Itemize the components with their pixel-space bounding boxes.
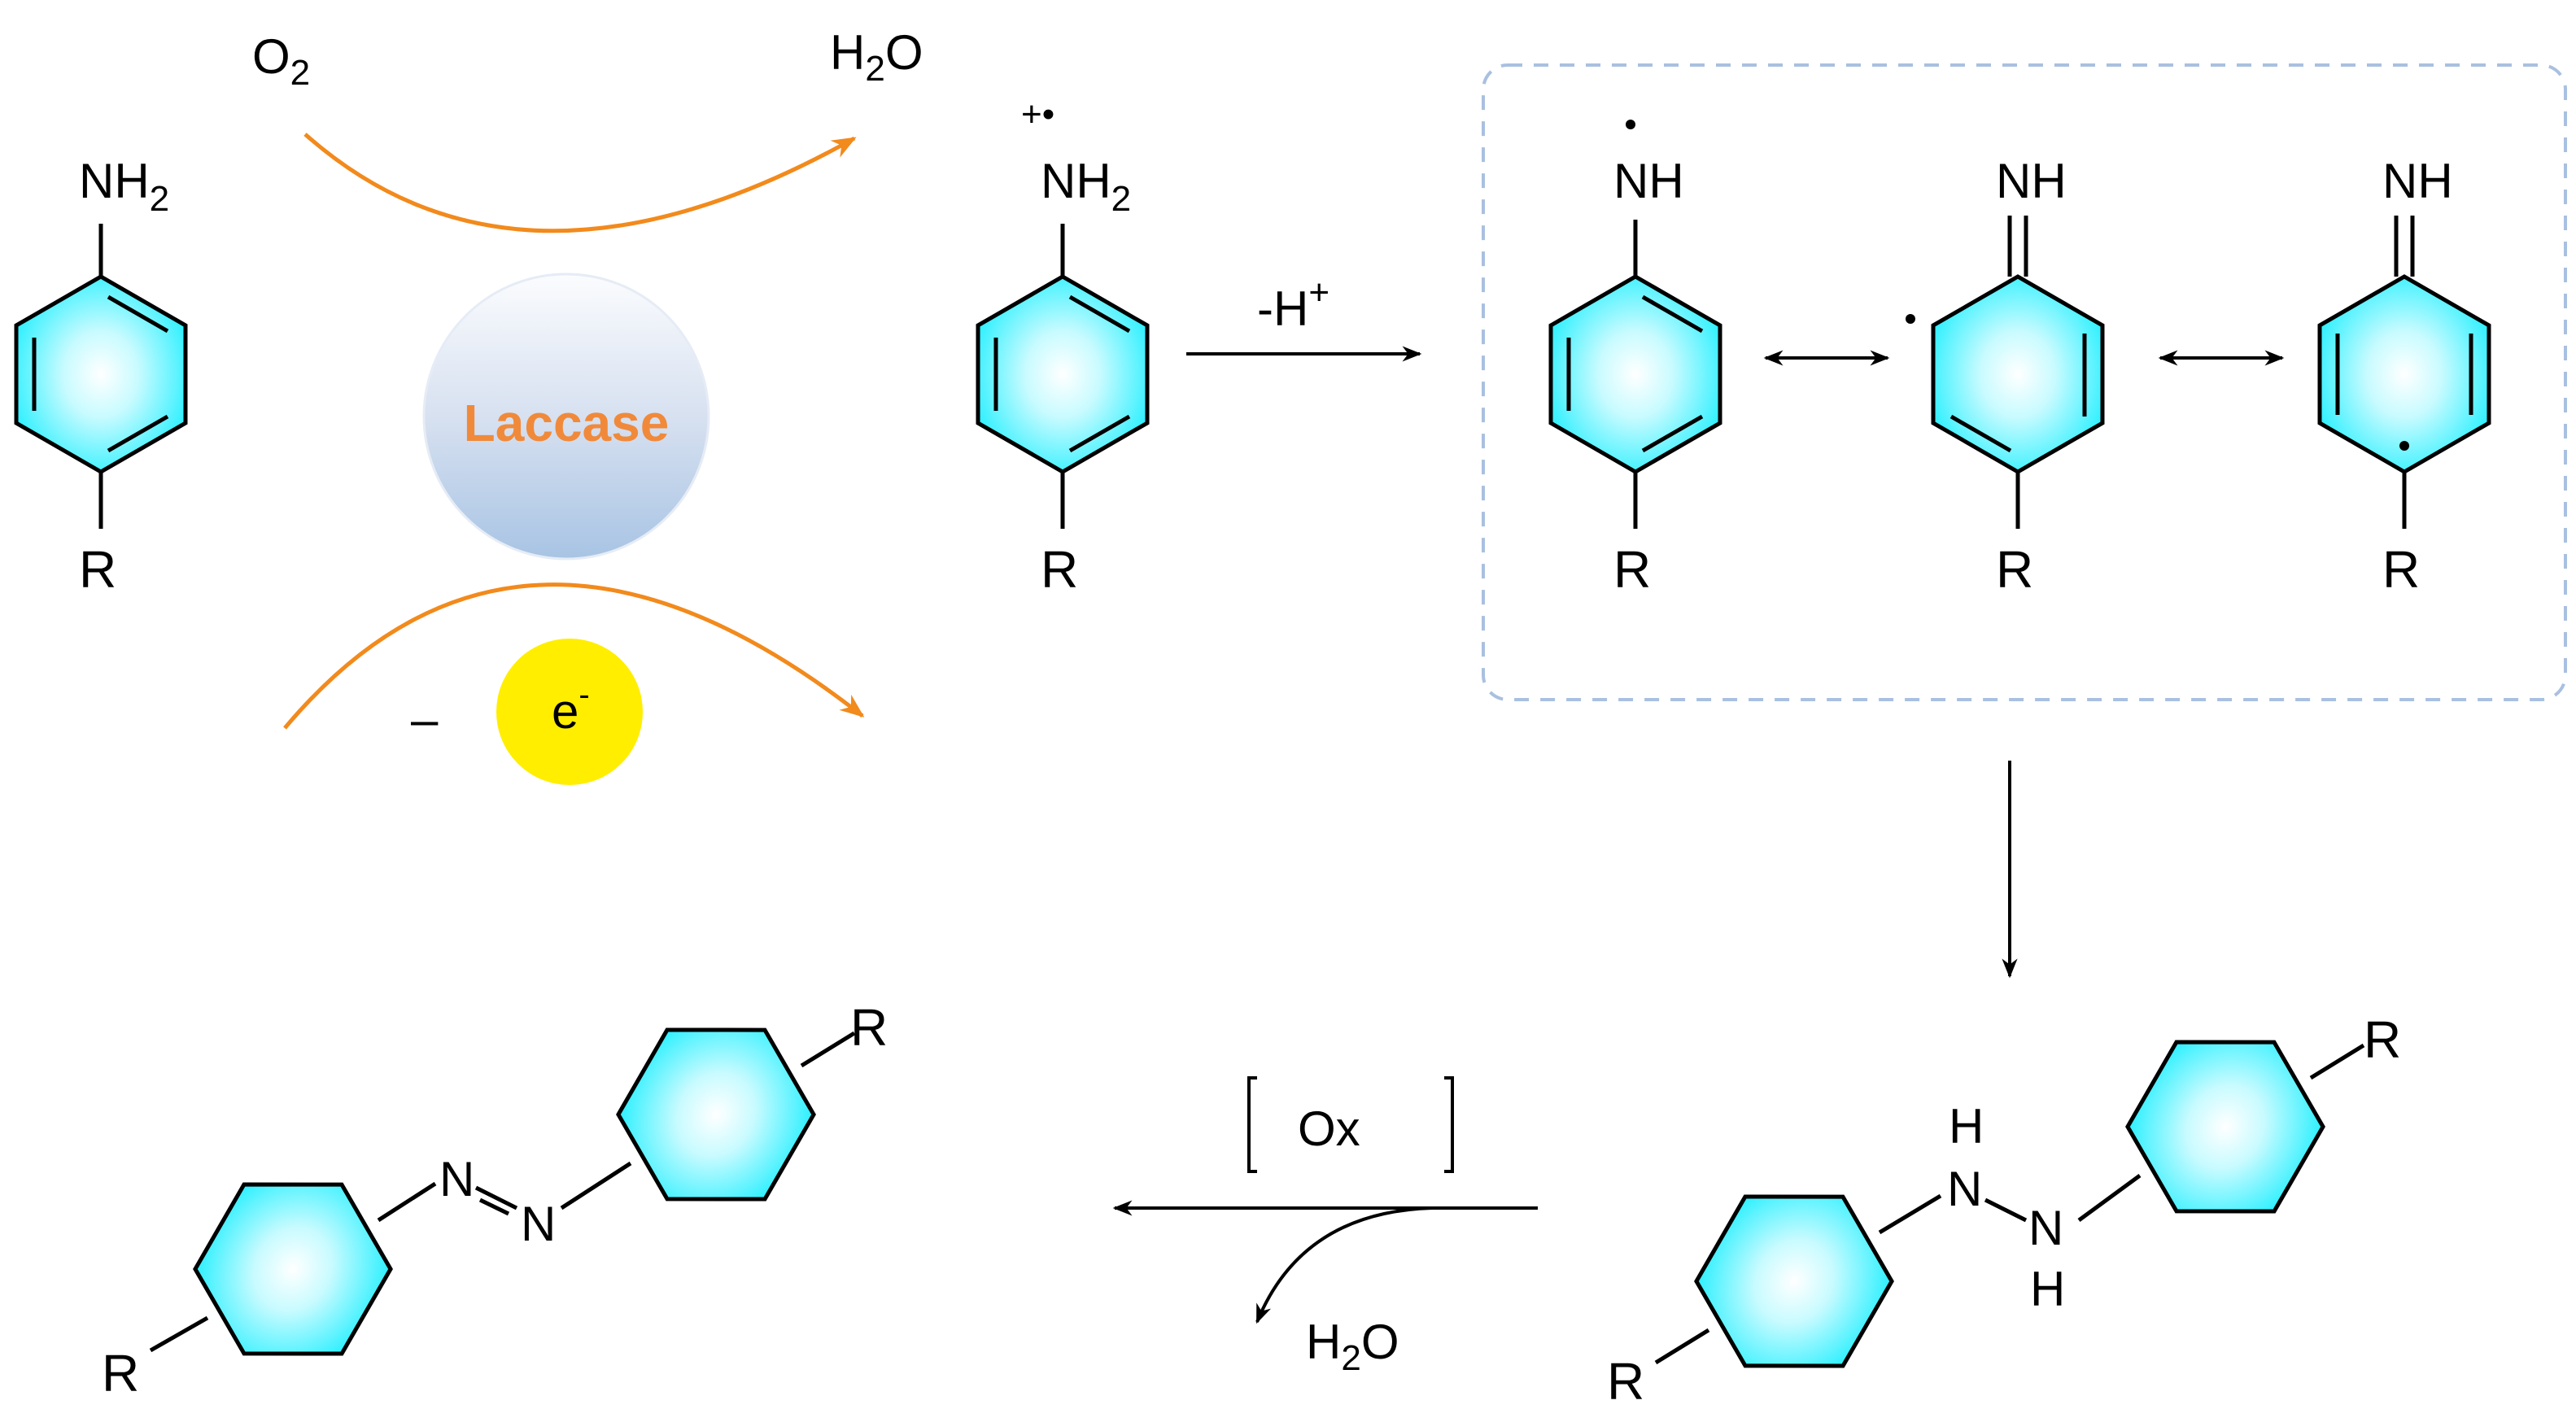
electron-ball <box>496 639 643 785</box>
r-group-label: R <box>1996 540 2033 599</box>
benzene-ring-right <box>2125 1040 2325 1214</box>
electron-label: e- <box>552 677 590 739</box>
resonance-structure-3: NH R <box>2317 154 2491 599</box>
nh-bottom-n: N <box>2028 1201 2063 1255</box>
radical-dot <box>1906 314 1915 324</box>
resonance-structure-2: NH R <box>1906 154 2105 599</box>
radical-dot <box>1626 120 1635 129</box>
nh-bottom-h: H <box>2030 1262 2065 1316</box>
amine-label: NH2 <box>1041 154 1131 219</box>
benzene-ring <box>1548 274 1722 474</box>
r-group-label: R <box>1041 540 1078 599</box>
benzene-ring <box>976 274 1150 474</box>
benzene-ring-right <box>616 1027 816 1202</box>
deprotonation-label: -H+ <box>1257 273 1329 336</box>
benzene-ring <box>14 274 188 474</box>
imine-label: NH <box>1996 154 2067 208</box>
ring-double-bonds <box>2335 334 2473 415</box>
azo-n1: N <box>439 1152 474 1206</box>
imine-label: NH <box>1613 154 1684 208</box>
imine-label: NH <box>2382 154 2453 208</box>
bracket-left <box>1247 1076 1257 1173</box>
water-top-label: H2O <box>830 25 923 89</box>
water-release-arrow <box>1255 1206 1433 1324</box>
oxygen-label: O2 <box>252 29 310 93</box>
bracket-right <box>1444 1076 1454 1173</box>
nh-top-h: H <box>1949 1099 1984 1154</box>
azo-molecule: N N R R <box>102 998 888 1402</box>
resonance-structure-1: NH R <box>1548 120 1722 599</box>
oxygen-consumption-arrow <box>303 133 857 233</box>
nh-top-n: N <box>1947 1162 1982 1216</box>
amine-label: NH2 <box>79 154 169 219</box>
r-group-left: R <box>1607 1352 1644 1411</box>
oxidant-label: Ox <box>1298 1101 1360 1156</box>
radical-dot <box>2399 441 2409 451</box>
ring-double-bonds <box>1949 334 2087 453</box>
r-group-label: R <box>1613 540 1651 599</box>
water-bottom-label: H2O <box>1306 1315 1399 1378</box>
r-group-right: R <box>2364 1010 2401 1069</box>
radical-cation-molecule: +• NH2 R <box>976 94 1150 599</box>
radical-cation-charge: +• <box>1021 94 1054 134</box>
r-group-label: R <box>79 540 116 599</box>
resonance-box <box>1482 63 2567 701</box>
ring-double-bonds <box>32 294 169 453</box>
r-group-right: R <box>850 998 888 1057</box>
azo-n2: N <box>521 1197 556 1251</box>
benzene-ring-left <box>1694 1194 1894 1368</box>
laccase-label: Laccase <box>464 394 670 452</box>
r-group-left: R <box>102 1344 139 1402</box>
hydrazine-molecule: H N N H R R <box>1607 1010 2401 1411</box>
ring-double-bonds <box>993 294 1131 453</box>
benzene-ring <box>1931 274 2105 474</box>
electron-transfer-arrow <box>283 582 865 730</box>
benzene-ring-left <box>193 1182 393 1356</box>
ring-double-bonds <box>1566 294 1704 453</box>
minus-sign: – <box>411 692 439 747</box>
aniline-molecule: NH2 R <box>14 154 188 599</box>
laccase-enzyme-sphere <box>422 273 710 561</box>
r-group-label: R <box>2382 540 2420 599</box>
